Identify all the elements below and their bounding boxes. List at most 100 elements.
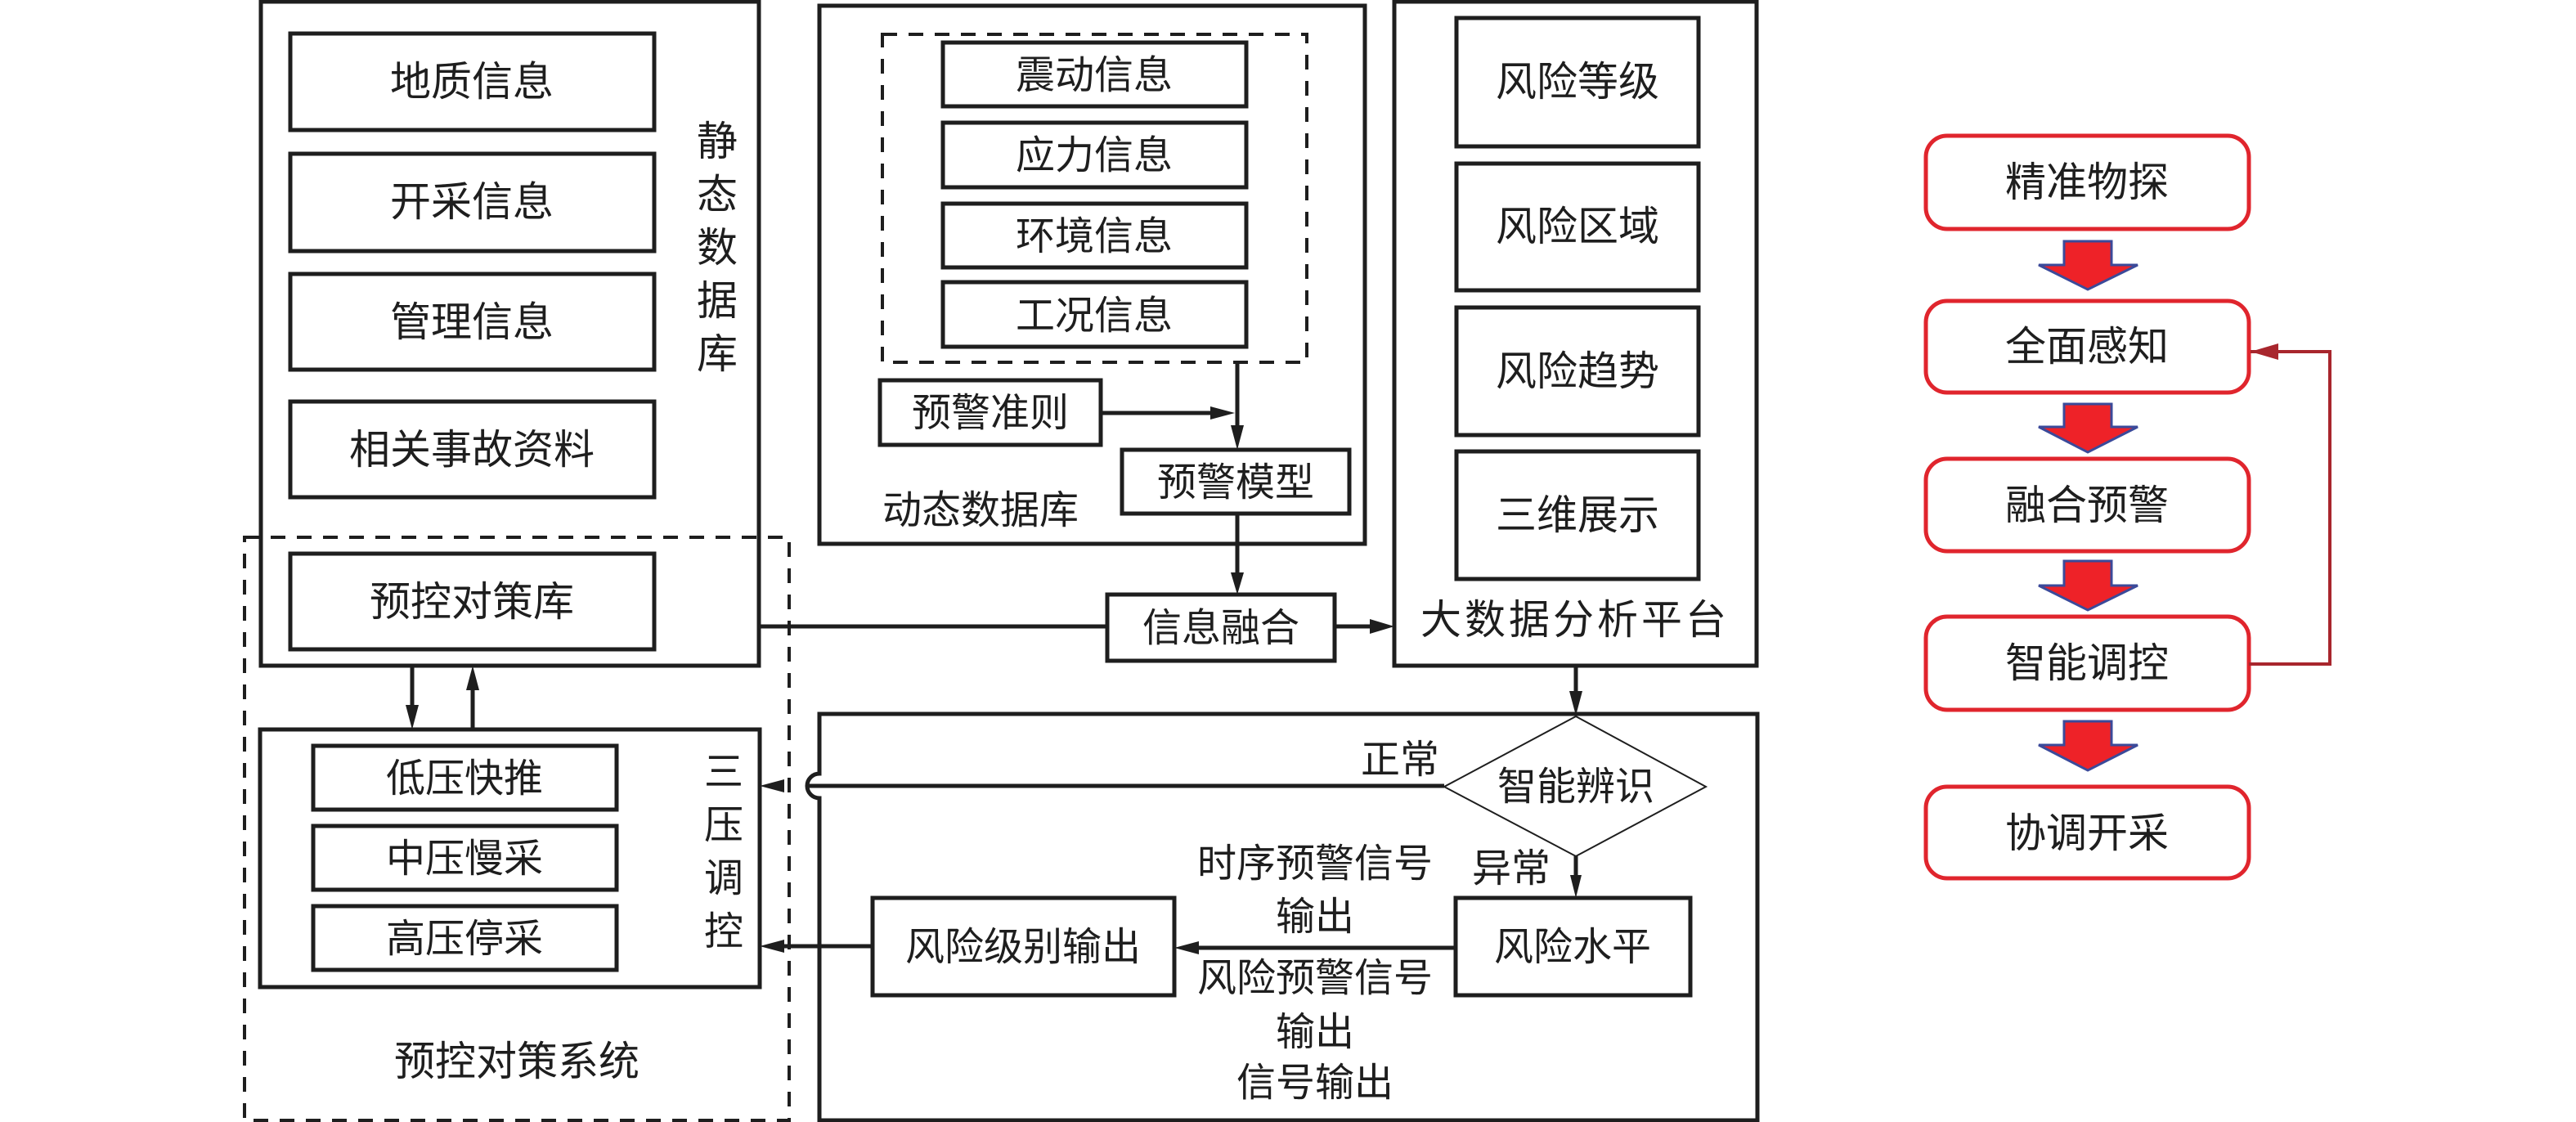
dynamic-item-label: 震动信息 [1016, 52, 1173, 98]
feedback-arrow [2249, 343, 2331, 666]
dynamic-item-label: 工况信息 [1016, 293, 1173, 339]
risk-level-box[interactable]: 风险水平 [1453, 895, 1693, 998]
flow-step-2[interactable]: 融合预警 [1923, 456, 2251, 554]
signal-top-line-1: 时序预警信号 [1197, 841, 1433, 886]
signal-bottom-line-3: 信号输出 [1236, 1060, 1393, 1106]
bigdata-item-1[interactable]: 风险区域 [1454, 161, 1701, 293]
flow-step-3[interactable]: 智能调控 [1923, 614, 2251, 712]
flow-step-label: 智能调控 [2005, 640, 2169, 687]
down-arrow-icon [2038, 559, 2138, 612]
control-system-frame [243, 536, 791, 1122]
dynamic-item-label: 环境信息 [1016, 213, 1173, 259]
arrowhead-icon [1570, 875, 1582, 898]
flow-step-1[interactable]: 全面感知 [1923, 298, 2251, 395]
dynamic-item-0[interactable]: 震动信息 [940, 40, 1249, 109]
signal-top-line-2: 输出 [1276, 894, 1354, 940]
dynamic-item-2[interactable]: 环境信息 [940, 201, 1249, 270]
warning-model[interactable]: 预警模型 [1120, 447, 1352, 516]
three-pressure-frame [258, 727, 762, 990]
label-char: 态 [697, 171, 738, 218]
sensor-info-group [881, 33, 1308, 364]
countermeasure-library[interactable]: 预控对策库 [288, 551, 657, 652]
static-database-label: 静 态 数 据 库 [697, 118, 738, 378]
arrowhead-icon [1569, 691, 1582, 716]
label-char: 数 [697, 224, 738, 272]
bigdata-item-3[interactable]: 三维展示 [1454, 449, 1701, 581]
flow-step-0[interactable]: 精准物探 [1923, 133, 2251, 231]
bigdata-item-label: 风险等级 [1496, 58, 1659, 105]
bigdata-item-2[interactable]: 风险趋势 [1454, 305, 1701, 438]
arrowhead-icon [1370, 619, 1394, 634]
risk-level-label: 风险水平 [1494, 924, 1651, 970]
pressure-item-label: 中压慢采 [386, 836, 543, 882]
label-char: 压 [704, 802, 743, 848]
bigdata-platform-label: 大数据分析平台 [1420, 596, 1730, 644]
warning-criteria[interactable]: 预警准则 [877, 378, 1103, 447]
static-item-3[interactable]: 相关事故资料 [288, 399, 657, 500]
arrowhead-icon [406, 705, 419, 729]
warning-model-label: 预警模型 [1157, 460, 1314, 505]
bigdata-item-label: 风险趋势 [1496, 348, 1659, 395]
dynamic-item-1[interactable]: 应力信息 [940, 120, 1249, 190]
arrowhead-icon [1210, 406, 1235, 420]
label-char: 三 [704, 749, 743, 795]
risk-output-box[interactable]: 风险级别输出 [870, 895, 1177, 998]
static-item-2[interactable]: 管理信息 [288, 272, 657, 372]
flow-step-4[interactable]: 协调开采 [1923, 784, 2251, 881]
static-item-label: 管理信息 [390, 298, 554, 346]
process-flow: 精准物探 全面感知 融合预警 智能调控 协调开采 [1923, 133, 2331, 881]
signal-bottom-line-2: 输出 [1276, 1009, 1354, 1055]
pressure-item-label: 高压停采 [386, 916, 543, 962]
three-pressure-label: 三 压 调 控 [704, 749, 743, 954]
static-item-0[interactable]: 地质信息 [288, 31, 657, 132]
countermeasure-library-label: 预控对策库 [370, 578, 574, 626]
static-item-1[interactable]: 开采信息 [288, 151, 657, 254]
bigdata-item-0[interactable]: 风险等级 [1454, 16, 1701, 149]
static-item-label: 相关事故资料 [349, 426, 595, 473]
static-item-label: 地质信息 [390, 58, 554, 105]
arrowhead-icon [760, 940, 784, 953]
three-pressure-control: 低压快推 中压慢采 高压停采 三 压 调 控 [258, 727, 762, 990]
arrowhead-icon [1231, 425, 1244, 450]
dynamic-item-label: 应力信息 [1016, 132, 1173, 178]
warning-criteria-label: 预警准则 [912, 390, 1069, 436]
bigdata-item-label: 风险区域 [1496, 203, 1659, 250]
down-arrow-icon [2038, 720, 2138, 772]
information-fusion-label: 信息融合 [1142, 605, 1299, 651]
normal-label: 正常 [1361, 737, 1439, 783]
bigdata-item-label: 三维展示 [1496, 491, 1659, 539]
label-char: 静 [697, 118, 738, 165]
risk-output-label: 风险级别输出 [905, 924, 1141, 970]
label-char: 据 [697, 277, 738, 325]
down-arrow-icon [2038, 402, 2138, 454]
abnormal-label: 异常 [1472, 846, 1551, 891]
flow-step-label: 全面感知 [2005, 323, 2169, 370]
pressure-item-label: 低压快推 [386, 756, 543, 801]
label-char: 调 [704, 855, 743, 901]
bigdata-platform: 风险等级 风险区域 风险趋势 三维展示 大数据分析平台 [1392, 0, 1759, 668]
pressure-item-1[interactable]: 中压慢采 [311, 824, 619, 892]
arrowhead-icon [466, 666, 479, 690]
dynamic-database-label: 动态数据库 [882, 487, 1079, 533]
label-char: 控 [704, 909, 743, 954]
pressure-item-2[interactable]: 高压停采 [311, 904, 619, 972]
decision-label: 智能辨识 [1497, 764, 1654, 810]
static-database-frame [258, 0, 761, 668]
label-char: 库 [697, 330, 738, 378]
static-item-label: 开采信息 [390, 178, 554, 226]
arrowhead-icon [760, 779, 784, 792]
signal-bottom-line-1: 风险预警信号 [1197, 955, 1433, 1001]
static-database: 地质信息 开采信息 管理信息 相关事故资料 静 态 数 据 库 预控对策库 [258, 0, 761, 668]
flow-step-label: 精准物探 [2005, 159, 2169, 206]
arrowhead-icon [1174, 941, 1199, 954]
control-system-label: 预控对策系统 [394, 1038, 640, 1085]
dynamic-database-frame [817, 3, 1367, 546]
arrowhead-icon [1231, 572, 1244, 595]
flow-step-label: 协调开采 [2005, 810, 2169, 857]
information-fusion[interactable]: 信息融合 [1105, 592, 1337, 663]
pressure-item-0[interactable]: 低压快推 [311, 743, 619, 812]
dynamic-database: 震动信息 应力信息 环境信息 工况信息 预警准则 预警模型 动态数据库 [817, 3, 1367, 546]
analysis-frame [805, 711, 1760, 1122]
dynamic-item-3[interactable]: 工况信息 [940, 280, 1249, 349]
